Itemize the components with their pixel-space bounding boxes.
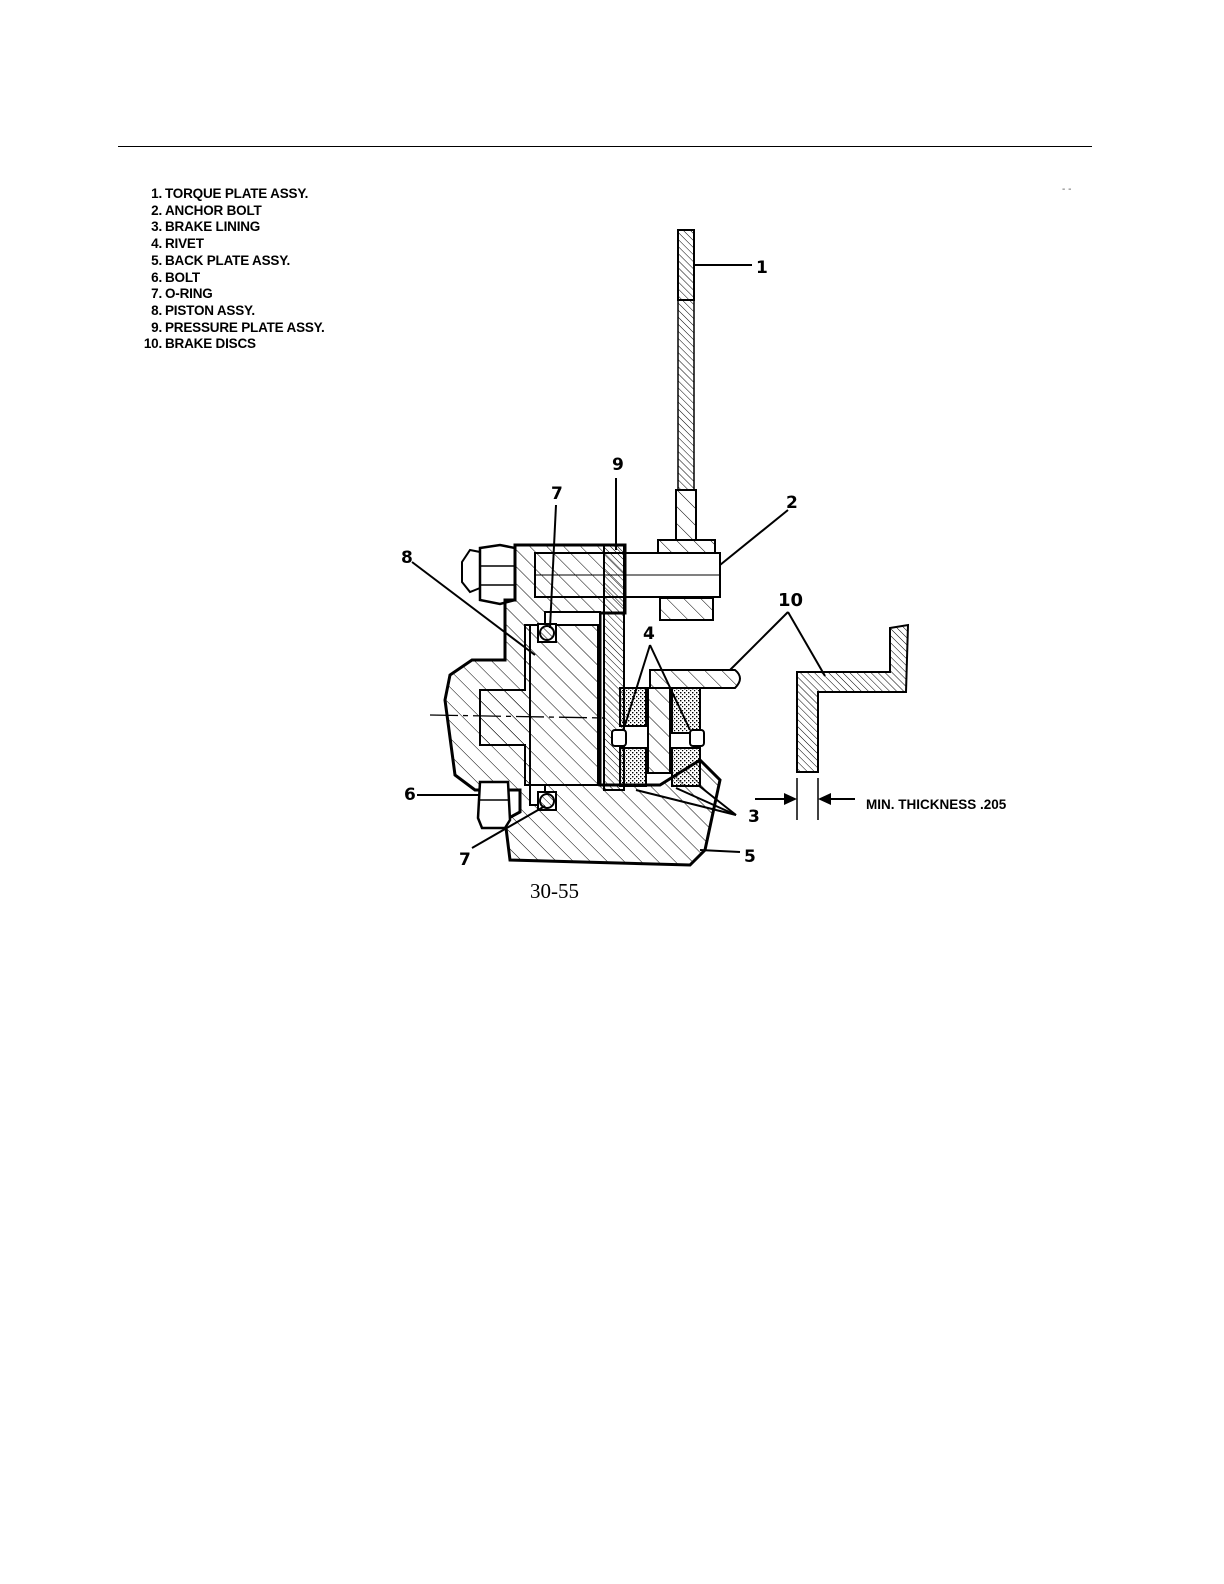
- callout-1: 1: [756, 258, 768, 278]
- callout-7-lower: 7: [459, 850, 471, 870]
- callout-5: 5: [744, 847, 756, 867]
- callout-10: 10: [778, 590, 803, 611]
- lock-nut: [462, 545, 515, 604]
- callout-2: 2: [786, 493, 798, 513]
- min-thickness-label: MIN. THICKNESS .205: [866, 797, 1007, 812]
- figure-number: 30-55: [530, 879, 579, 903]
- callout-8: 8: [401, 548, 413, 568]
- o-ring-upper: [538, 624, 556, 642]
- callout-6: 6: [404, 785, 416, 805]
- o-ring-lower: [538, 792, 556, 810]
- thickness-dimension: [755, 778, 855, 820]
- callout-3: 3: [748, 807, 760, 827]
- brake-stack: [612, 670, 740, 786]
- callout-4: 4: [643, 624, 655, 644]
- disc-profile: [797, 625, 908, 772]
- callout-7-upper: 7: [551, 484, 563, 504]
- callout-9: 9: [612, 455, 624, 475]
- mount-bolt: [478, 782, 510, 828]
